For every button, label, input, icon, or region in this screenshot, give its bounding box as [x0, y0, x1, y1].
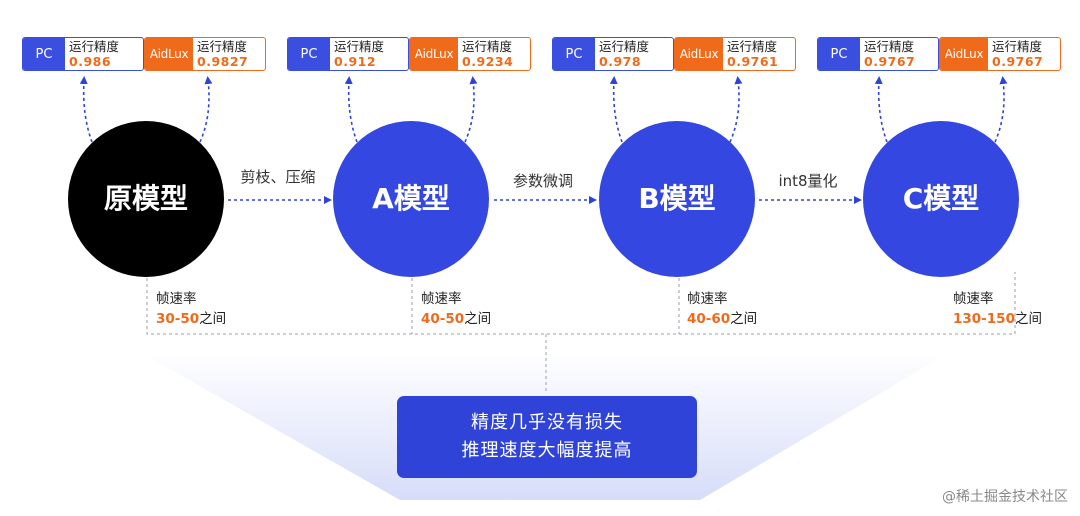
- node-title-a: A模型: [372, 182, 450, 215]
- accuracy-value: 0.9827: [197, 54, 249, 69]
- up-arrow-pc-2: [344, 76, 358, 143]
- accuracy-value: 0.9767: [992, 54, 1044, 69]
- accuracy-value: 0.986: [69, 54, 112, 69]
- accuracy-value: 0.9761: [727, 54, 779, 69]
- aidlux-platform-tag: AidLux: [675, 38, 723, 70]
- accuracy-label: 运行精度: [69, 39, 120, 54]
- pc-accuracy-badge-original: PC 运行精度 0.986: [22, 37, 144, 71]
- fps-range: 40-60: [687, 311, 731, 327]
- fps-range: 40-50: [421, 311, 465, 327]
- summary-box: 精度几乎没有损失 推理速度大幅度提高: [397, 396, 697, 478]
- aidlux-accuracy-badge-a: AidLux 运行精度 0.9234: [409, 37, 531, 71]
- fps-range: 130-150: [953, 311, 1015, 327]
- model-circle-b: [599, 121, 755, 277]
- pc-platform-tag: PC: [23, 38, 65, 70]
- aidlux-platform-tag: AidLux: [940, 38, 988, 70]
- accuracy-value: 0.9767: [864, 54, 916, 69]
- model-circle-a: [333, 121, 489, 277]
- accuracy-value: 0.9234: [462, 54, 514, 69]
- up-arrow-pc-3: [609, 76, 623, 143]
- node-title-original: 原模型: [103, 182, 188, 215]
- node-title-c: C模型: [902, 182, 980, 215]
- accuracy-label: 运行精度: [599, 39, 650, 54]
- up-arrow-aid-3: [729, 76, 743, 143]
- fps-label: 帧速率: [687, 291, 728, 307]
- edge-label-finetune: 参数微调: [512, 172, 573, 190]
- pc-platform-tag: PC: [818, 38, 860, 70]
- fps-suffix: 之间: [199, 311, 227, 327]
- accuracy-value: 0.978: [599, 54, 642, 69]
- fps-info-c: 帧速率 130-150之间: [953, 289, 1042, 329]
- fps-range: 30-50: [156, 311, 200, 327]
- fps-suffix: 之间: [1014, 311, 1042, 327]
- pc-accuracy-badge-a: PC 运行精度 0.912: [287, 37, 409, 71]
- watermark: @稀土掘金技术社区: [942, 489, 1068, 505]
- fps-label: 帧速率: [156, 291, 197, 307]
- accuracy-label: 运行精度: [197, 39, 248, 54]
- aidlux-platform-tag: AidLux: [145, 38, 193, 70]
- up-arrow-aid-2: [464, 76, 478, 143]
- up-arrow-aid-1: [199, 76, 213, 143]
- pc-accuracy-badge-c: PC 运行精度 0.9767: [817, 37, 939, 71]
- model-circle-original: [68, 121, 224, 277]
- accuracy-value: 0.912: [334, 54, 377, 69]
- summary-line-1: 精度几乎没有损失: [471, 412, 623, 433]
- fps-info-original: 帧速率 30-50之间: [156, 289, 226, 329]
- pc-platform-tag: PC: [553, 38, 595, 70]
- accuracy-label: 运行精度: [334, 39, 385, 54]
- pc-platform-tag: PC: [288, 38, 330, 70]
- fps-label: 帧速率: [421, 291, 462, 307]
- up-arrow-aid-4: [994, 76, 1008, 143]
- fps-info-a: 帧速率 40-50之间: [421, 289, 491, 329]
- accuracy-label: 运行精度: [462, 39, 513, 54]
- pc-accuracy-badge-b: PC 运行精度 0.978: [552, 37, 674, 71]
- fps-suffix: 之间: [730, 311, 758, 327]
- accuracy-label: 运行精度: [864, 39, 915, 54]
- aidlux-accuracy-badge-b: AidLux 运行精度 0.9761: [674, 37, 796, 71]
- edge-label-prune: 剪枝、压缩: [240, 168, 316, 186]
- fps-suffix: 之间: [464, 311, 492, 327]
- aidlux-platform-tag: AidLux: [410, 38, 458, 70]
- up-arrow-pc-1: [79, 76, 93, 143]
- accuracy-label: 运行精度: [727, 39, 778, 54]
- edge-label-quantize: int8量化: [778, 172, 838, 190]
- model-circle-c: [863, 121, 1019, 277]
- aidlux-accuracy-badge-original: AidLux 运行精度 0.9827: [144, 37, 266, 71]
- accuracy-label: 运行精度: [992, 39, 1043, 54]
- fps-label: 帧速率: [953, 291, 994, 307]
- aidlux-accuracy-badge-c: AidLux 运行精度 0.9767: [939, 37, 1061, 71]
- node-title-b: B模型: [638, 182, 716, 215]
- fps-info-b: 帧速率 40-60之间: [687, 289, 757, 329]
- summary-line-2: 推理速度大幅度提高: [461, 440, 633, 461]
- up-arrow-pc-4: [874, 76, 888, 143]
- fps-bracket-line: [146, 272, 1016, 335]
